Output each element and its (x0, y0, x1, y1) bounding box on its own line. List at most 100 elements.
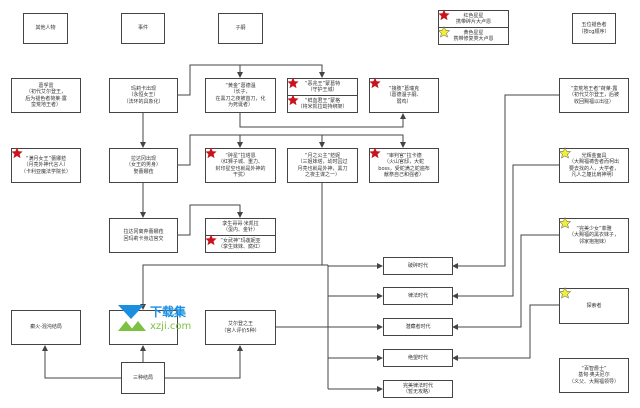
node-text: “百智爵士” (581, 366, 607, 373)
header-sub: （按cg顺序） (578, 28, 610, 35)
node-radagon-leave: 拉达冈离弃蕾娜菈回玛莉卡身边官交 (109, 218, 178, 253)
node-era1: 破碎时代 (383, 257, 453, 275)
node-text: 完美律法时代 (402, 382, 433, 389)
node-text: “满月女王”蕾娜菈 (25, 156, 67, 163)
node-radagon: 拉达冈出现（女王的男身）娶蕾娜菈 (109, 148, 178, 183)
node-text: （卡利亚魔法学院长） (20, 168, 71, 175)
header-children: 子嗣 (218, 13, 263, 44)
node-text: （义父、大赐福领导） (568, 378, 619, 385)
line-endings-frenzy (42, 345, 121, 379)
node-text: “接肢”葛瑞克 (388, 86, 420, 93)
header-tarnished: 五位褪色者（按cg顺序） (572, 13, 616, 44)
node-radahn: “碎星”拉塔恩（红狮子城、重力、封印星空也就是外神的干扰） (205, 147, 276, 183)
node-text: 拉达冈出现 (130, 156, 156, 163)
node-text: “审判官”拉卡德 (386, 153, 422, 160)
svg-text:下载集: 下载集 (150, 304, 187, 319)
node-marika: 玛莉卡出现（永恒女王）（法环的具象化） (109, 78, 178, 113)
line-hoarah-era1 (452, 94, 559, 269)
node-text: 葛孚雷 (38, 83, 54, 90)
line-marika-godwyn (177, 64, 243, 96)
node-text: （大赐福的黑衣妹子， (568, 232, 619, 239)
node-text: “女武神”玛莲妮亚 (220, 237, 261, 244)
node-text: 之夜主谋之一） (304, 171, 340, 178)
yellow-star-icon (559, 147, 571, 159)
legend-label: 红色星星 (463, 12, 484, 19)
node-text: 献祭自己和强者） (383, 171, 424, 178)
node-text: 三种结局 (132, 374, 153, 381)
node-text: （官人评价5种） (221, 327, 260, 334)
node-text: 邻家抱抱妹） (578, 238, 609, 245)
red-star-icon (369, 147, 381, 159)
node-goldmask: 光辉金面具（大赐福祷告者而柯出要去找的人，大学者，凡人之躯比肩神明） (559, 147, 629, 183)
node-text: “鲜血君王”蒙格 (304, 97, 341, 104)
node-text: 在黑刀之夜被首刀，化 (215, 95, 266, 102)
node-text: （蛋内、金针） (222, 227, 258, 233)
node-godrick: “接肢”葛瑞克（葛德温子嗣、弱鸡） (369, 77, 439, 113)
header-label: 子嗣 (235, 25, 246, 32)
node-godwyn: “黄金”葛德温（长子，在黑刀之夜被首刀，化为死诞者） (205, 78, 276, 113)
node-text: 弱鸡） (396, 98, 412, 105)
node-text: （将米凯拉劫持绑架） (297, 104, 348, 110)
node-text: 律法时代 (407, 292, 428, 299)
node-text: 基甸·奥夫尼尔 (578, 372, 610, 379)
node-text: “月之公主”菈妮 (304, 153, 341, 160)
node-text: 封印星空也就是外神的 (215, 165, 266, 172)
node-text: “恶兆王”蒙葛特 (304, 80, 341, 87)
node-era5: 完美律法时代（暂无攻略） (383, 380, 453, 398)
line-fia-era3 (452, 234, 559, 330)
node-three-endings: 三种结局 (121, 362, 165, 394)
node-text: 娶蕾娜菈 (133, 168, 154, 175)
node-text: “蛮荒地王者”荷莱·露 (570, 86, 618, 93)
node-text: 回玛莉卡身边官交 (123, 235, 164, 242)
node-text: （大赐福祷告者而柯出 (568, 159, 619, 166)
node-era4: 绝望时代 (383, 349, 453, 367)
node-text: （红狮子城、重力、 (217, 159, 263, 166)
node-ending-frenzy: 癫火-混沌结局 (11, 310, 81, 345)
node-text: （葛德温子嗣、 (386, 92, 422, 99)
header-label: 其他人物 (35, 25, 56, 32)
line-to-ending-mid (140, 264, 328, 310)
node-text: （暂无攻略） (402, 389, 433, 395)
legend-label: 黄色星星 (463, 29, 484, 36)
node-text: 要去找的人，大学者， (568, 165, 619, 172)
yellow-star-icon (438, 26, 450, 38)
node-text: 为死诞者） (227, 101, 253, 108)
node-text: 后为褪色者荷莱·露 (25, 95, 67, 102)
node-mohg: “鲜血君王”蒙格（将米凯拉劫持绑架） (287, 94, 358, 113)
line-leave-twins (177, 204, 243, 236)
header-label: 事件 (137, 25, 148, 32)
node-text: 蛮荒地王者） (30, 101, 61, 108)
red-star-icon (369, 77, 381, 89)
node-text: （初代艾尔登王， (25, 89, 66, 96)
line-radagon-radahn (177, 134, 243, 166)
legend-desc: 携带碎片大卢恩 (455, 19, 491, 25)
node-text: “黄金”葛德温 (225, 83, 256, 90)
node-era3: 潜藏者时代 (383, 318, 453, 336)
header-others: 其他人物 (23, 13, 68, 44)
node-godfrey: 葛孚雷（初代艾尔登王，后为褪色者荷莱·露蛮荒地王者） (11, 78, 81, 113)
node-text: 孪生哥哥·米凯拉 (222, 220, 259, 227)
red-star-icon (287, 77, 299, 89)
node-rennala: “满月女王”蕾娜菈（月亮外神代言人）（卡利亚魔法学院长） (11, 147, 81, 183)
legend-desc: 携带修复类大卢恩 (453, 36, 494, 42)
node-malenia: “女武神”玛莲妮亚（孪生妹妹、腐红） (205, 234, 276, 253)
node-text: （守护王城） (307, 87, 338, 93)
header-events: 事件 (121, 13, 165, 44)
node-text: 癫火-混沌结局 (30, 324, 62, 331)
node-text: 凡人之躯比肩神明） (571, 171, 617, 178)
node-text: （女王的男身） (125, 162, 161, 169)
node-text: “完美少女”菲雅 (576, 226, 612, 233)
line-goldmask-era2 (452, 164, 559, 299)
node-era2: 律法时代 (383, 287, 453, 305)
line-radagon-rykard (322, 134, 406, 148)
node-text: （孪生妹妹、腐红） (217, 244, 263, 250)
node-text: （初代艾尔登王，后被 (568, 92, 619, 99)
red-star-icon (11, 147, 23, 159)
line-godwyn-godrick (239, 113, 406, 128)
node-text: （法环的具象化） (123, 98, 164, 105)
yellow-star-icon (559, 217, 571, 229)
red-star-icon (205, 147, 217, 159)
node-gideon: “百智爵士”基甸·奥夫尼尔（义父、大赐福领导） (559, 358, 629, 393)
